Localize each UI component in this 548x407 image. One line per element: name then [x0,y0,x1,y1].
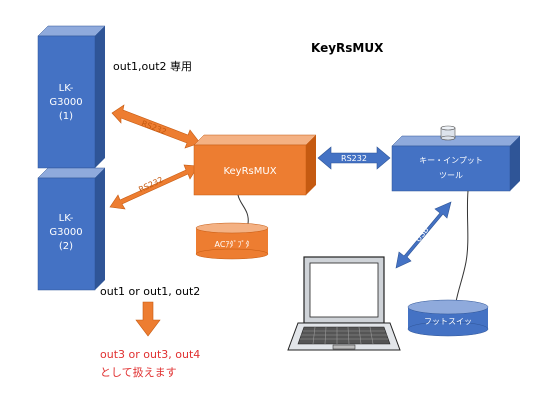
link-rs232-device1-mux: RS232 [111,104,201,149]
foot-switch: フットスイッ [407,299,489,337]
device2-line2: G3000 [49,227,82,238]
adapter-cable [237,194,249,225]
link-usb: USB [395,201,452,269]
tool-knob [440,125,456,141]
device2-line1: LK- [59,213,74,224]
footswitch-cable [455,190,469,303]
device1-line1: LK- [59,83,74,94]
link-rs232-b-label: RS232 [137,175,164,194]
kit-label-line2: ツール [439,171,463,180]
keyrsmux-unit: KeyRsMUX [193,134,317,196]
keyrsmux-label: KeyRsMUX [223,166,276,177]
laptop [287,256,401,351]
kit-label-line1: キー・インプット [419,156,483,165]
link-rs232-mux-kit: RS232 [317,146,391,170]
note-top: out1,out2 専用 [113,60,192,73]
device-lk-g3000-2: LK- G3000 (2) [37,167,106,291]
adapter-label: ACｱﾀﾞﾌﾟﾀ [215,240,250,249]
note-bottom: out1 or out1, out2 [100,285,200,298]
ac-adapter: ACｱﾀﾞﾌﾟﾀ [195,222,269,260]
device1-line3: (1) [59,111,73,122]
result-line2: として扱えます [100,365,177,379]
down-arrow [135,301,161,337]
link-rs232-a-label: RS232 [140,119,167,137]
device2-line3: (2) [59,241,73,252]
device1-line2: G3000 [49,97,82,108]
link-rs232-c-label: RS232 [341,154,367,163]
result-line1: out3 or out3, out4 [100,348,200,361]
device-lk-g3000-1: LK- G3000 (1) [37,25,106,169]
key-input-tool: キー・インプット ツール [391,135,521,192]
diagram-title: KeyRsMUX [311,41,384,55]
footswitch-label: フットスイッ [424,317,472,326]
link-rs232-device2-mux: RS232 [109,164,199,210]
